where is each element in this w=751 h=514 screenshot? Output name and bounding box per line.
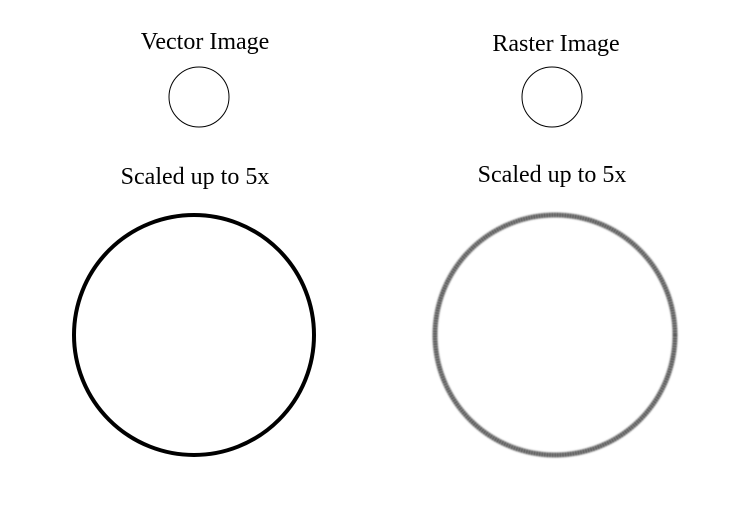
vector-scaled-label: Scaled up to 5x bbox=[120, 164, 270, 190]
raster-small-circle bbox=[521, 66, 583, 128]
vector-scaled-circle bbox=[72, 213, 316, 457]
raster-scaled-circle bbox=[432, 212, 678, 458]
vector-image-title: Vector Image bbox=[140, 29, 270, 55]
vector-small-circle bbox=[168, 66, 230, 128]
raster-scaled-label: Scaled up to 5x bbox=[477, 162, 627, 188]
raster-image-title: Raster Image bbox=[492, 31, 620, 57]
